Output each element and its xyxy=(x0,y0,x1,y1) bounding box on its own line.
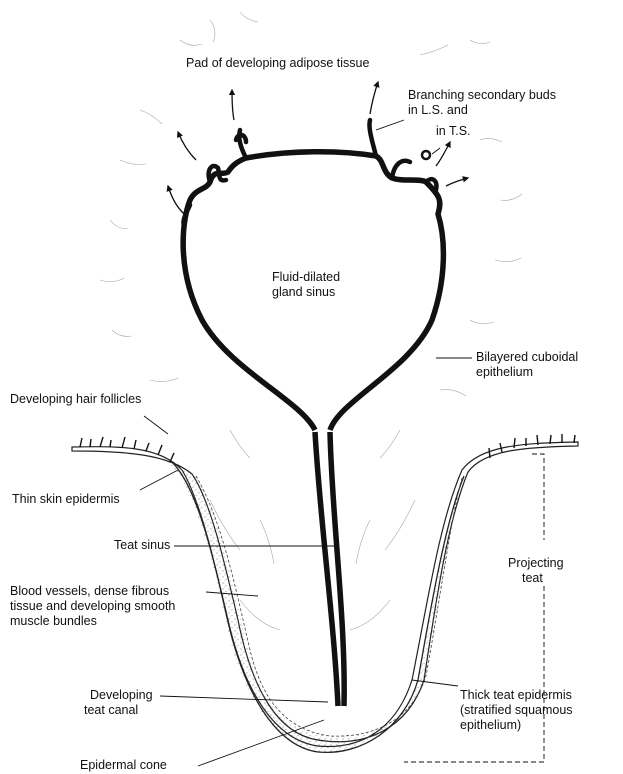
projecting-teat-label: Projecting teat xyxy=(508,556,564,586)
gland-sinus-outline xyxy=(183,152,443,706)
hair-follicles-label: Developing hair follicles xyxy=(10,392,141,407)
teat-sinus-label: Teat sinus xyxy=(114,538,170,553)
branching-buds-label: Branching secondary buds in L.S. and xyxy=(408,88,556,118)
thin-skin-epidermis-label: Thin skin epidermis xyxy=(12,492,120,507)
teat-canal-label: Developing teat canal xyxy=(84,688,153,718)
epidermal-cone-label: Epidermal cone xyxy=(80,758,167,773)
bilayered-epithelium-label: Bilayered cuboidal epithelium xyxy=(476,350,578,380)
blood-vessels-label: Blood vessels, dense fibrous tissue and … xyxy=(10,584,175,629)
ts-label: in T.S. xyxy=(436,124,471,139)
bud-cross-section xyxy=(422,151,430,159)
thick-teat-epidermis-label: Thick teat epidermis (stratified squamou… xyxy=(460,688,573,733)
gland-sinus-label: Fluid-dilated gland sinus xyxy=(272,270,340,300)
adipose-pad-label: Pad of developing adipose tissue xyxy=(186,56,369,71)
